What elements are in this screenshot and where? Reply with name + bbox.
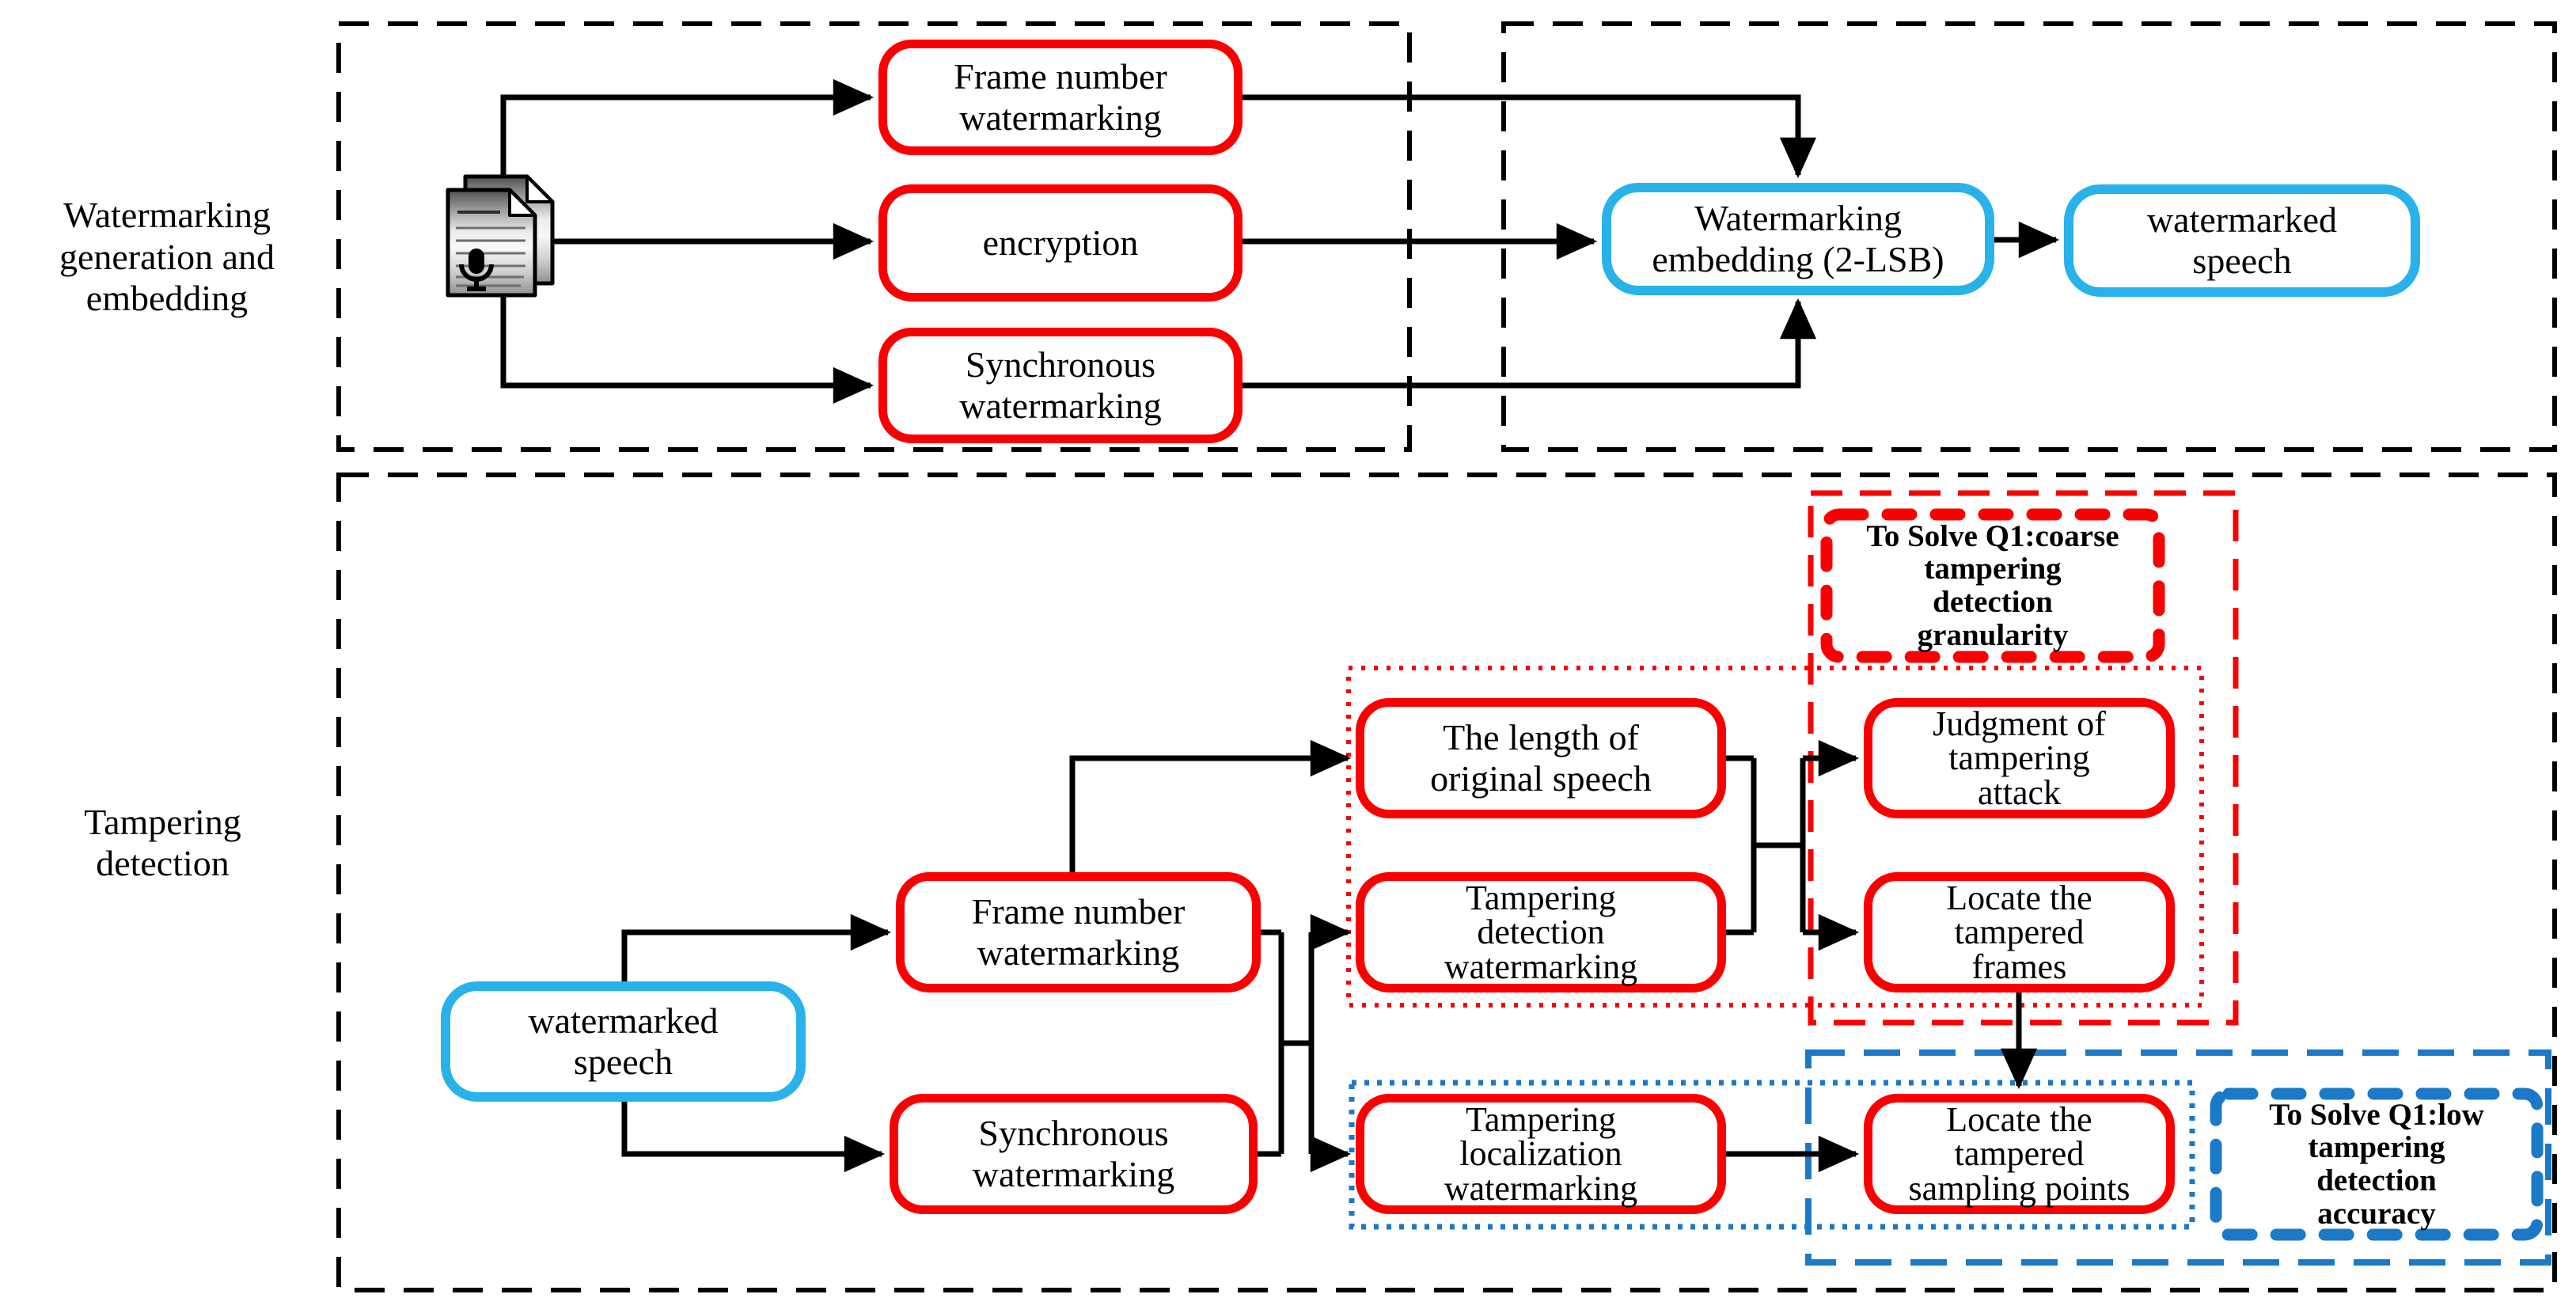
node-label: watermarked speech xyxy=(2146,199,2338,281)
q1-low-callout-box xyxy=(2210,1087,2544,1241)
node-locate-tampered-sampling-points: Locate the tampered sampling points xyxy=(1864,1094,2175,1214)
section-label-detection-text: Tampering detection xyxy=(84,801,241,883)
node-frame-number-watermarking-detection: Frame number watermarking xyxy=(896,872,1261,992)
node-tampering-detection-watermarking: Tampering detection watermarking xyxy=(1356,872,1726,992)
generation-connectors xyxy=(500,78,2060,404)
node-encryption: encryption xyxy=(878,184,1242,302)
localization-group-dotted-frame xyxy=(1349,1080,2195,1230)
node-label: Frame number watermarking xyxy=(971,890,1186,973)
node-tampering-localization-watermarking: Tampering localization watermarking xyxy=(1356,1094,1726,1214)
connector-synchronous-to-embedding xyxy=(1242,298,1817,389)
node-length-of-original-speech: The length of original speech xyxy=(1356,698,1726,818)
node-locate-tampered-frames: Locate the tampered frames xyxy=(1864,872,2175,992)
node-label: Tampering localization watermarking xyxy=(1444,1099,1638,1208)
callout-q1-low: To Solve Q1:low tampering detection accu… xyxy=(2224,1097,2529,1231)
connector-merge-split-rails-left xyxy=(1258,929,1315,1157)
node-synchronous-watermarking-generation: Synchronous watermarking xyxy=(878,328,1242,443)
section-label-detection: Tampering detection xyxy=(46,791,279,894)
generation-inputs-dashed-frame xyxy=(336,21,1412,452)
node-label: Watermarking embedding (2-LSB) xyxy=(1652,197,1944,279)
front-page-fold xyxy=(508,188,537,217)
q1-coarse-callout-box xyxy=(1820,508,2165,663)
node-label: The length of original speech xyxy=(1430,716,1652,799)
detection-connectors xyxy=(621,739,2038,1173)
node-watermarked-speech-detection: watermarked speech xyxy=(441,981,806,1102)
node-label: Locate the tampered sampling points xyxy=(1908,1099,2130,1208)
node-watermarking-embedding: Watermarking embedding (2-LSB) xyxy=(1602,183,1994,295)
callout-q1-low-text: To Solve Q1:low tampering detection accu… xyxy=(2269,1097,2484,1231)
node-label: Locate the tampered frames xyxy=(1946,878,2092,986)
node-judgment-of-tampering-attack: Judgment of tampering attack xyxy=(1864,698,2175,818)
speech-document-icon xyxy=(446,174,555,298)
back-page-fold xyxy=(525,175,554,203)
node-label: Judgment of tampering attack xyxy=(1933,704,2106,812)
page-text-lines xyxy=(456,211,525,287)
section-label-generation: Watermarking generation and embedding xyxy=(12,194,322,321)
connector-speech-to-frame-number xyxy=(500,78,874,176)
node-label: encryption xyxy=(982,222,1139,263)
node-label: Tampering detection watermarking xyxy=(1444,878,1638,986)
q1-low-dashed-frame xyxy=(1805,1049,2551,1266)
node-watermarked-speech-generation: watermarked speech xyxy=(2064,184,2420,297)
tampering-detection-dashed-frame xyxy=(336,473,2557,1292)
connector-frame-number-to-embedding xyxy=(1242,94,1817,179)
node-synchronous-watermarking-detection: Synchronous watermarking xyxy=(890,1094,1258,1214)
microphone-icon xyxy=(459,249,494,291)
node-label: Synchronous watermarking xyxy=(959,343,1162,426)
node-label: watermarked speech xyxy=(528,1000,719,1082)
connector-merge-split-rails-right xyxy=(1726,755,1806,936)
node-label: Frame number watermarking xyxy=(954,55,1167,138)
connector-speech-to-synchronous xyxy=(500,294,874,404)
callout-q1-coarse: To Solve Q1:coarse tampering detection g… xyxy=(1834,518,2151,652)
node-label: Synchronous watermarking xyxy=(972,1112,1175,1194)
callout-q1-coarse-text: To Solve Q1:coarse tampering detection g… xyxy=(1866,518,2119,652)
connector-frame-number-to-length xyxy=(1069,739,1352,872)
connector-wspeech-to-frame-number xyxy=(621,913,892,981)
node-frame-number-watermarking-generation: Frame number watermarking xyxy=(878,40,1242,155)
connector-wspeech-to-synchronous xyxy=(621,1102,886,1173)
section-label-generation-text: Watermarking generation and embedding xyxy=(59,195,275,319)
